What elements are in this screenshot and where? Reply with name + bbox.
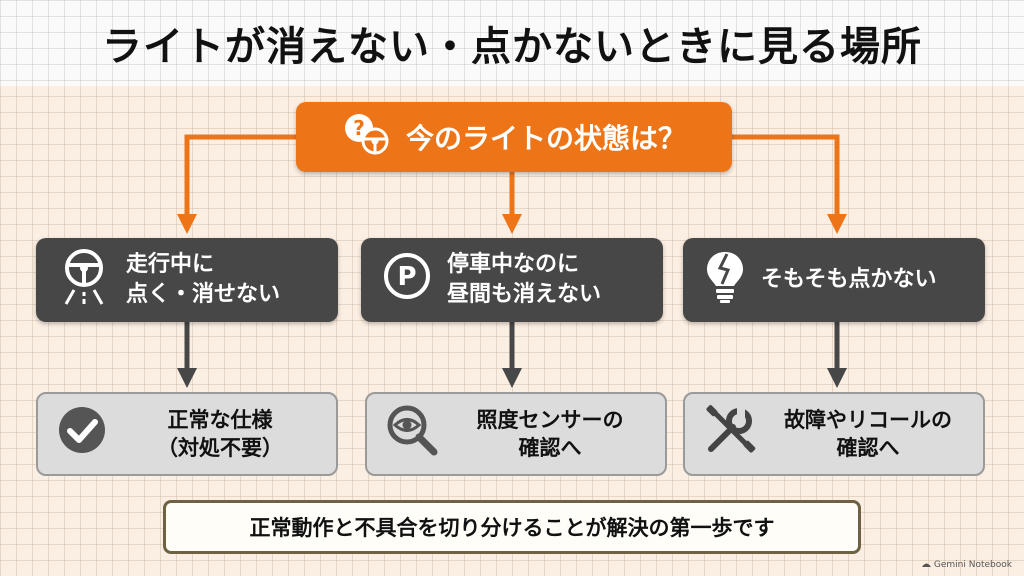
parking-icon: P [381,250,433,311]
footer-summary-text: 正常動作と不具合を切り分けることが解決の第一歩です [249,516,775,540]
action-text-repair: 故障やリコールの 確認へ [767,406,983,463]
watermark: Gemini Notebook [921,560,1012,570]
action-line: （対処不要） [157,436,283,460]
svg-text:P: P [397,262,416,292]
condition-line: そもそも点かない [761,267,937,293]
notebook-logo-icon [921,560,931,570]
check-circle-icon [56,404,108,463]
root-to-left-connector [177,134,296,234]
condition-box-driving: 走行中に 点く・消せない [36,238,338,322]
action-text-sensor: 照度センサーの 確認へ [449,406,665,463]
action-box-repair: 故障やリコールの 確認へ [683,392,985,476]
title-band [0,0,1024,86]
action-line: 照度センサーの [476,407,624,432]
watermark-text: Gemini Notebook [933,560,1012,570]
action-box-normal: 正常な仕様 （対処不要） [36,392,338,476]
condition-text-not-lighting: そもそも点かない [761,265,937,295]
action-line: 確認へ [518,436,582,460]
action-line: 確認へ [836,436,900,460]
condition-box-parked: P 停車中なのに 昼間も消えない [361,238,663,322]
condition-line: 停車中なのに [447,252,580,278]
footer-summary-box: 正常動作と不具合を切り分けることが解決の第一歩です [163,500,861,554]
condition-line: 点く・消せない [126,282,281,307]
page-title: ライトが消えない・点かないときに見る場所 [102,24,922,70]
svg-text:?: ? [353,116,365,140]
condition-line: 走行中に [126,252,215,278]
action-line: 正常な仕様 [167,407,273,432]
condition-text-driving: 走行中に 点く・消せない [126,250,280,309]
action-text-normal: 正常な仕様 （対処不要） [118,406,336,463]
question-steering-icon: ? [342,111,392,164]
condition-line: 昼間も消えない [447,282,602,307]
action-line: 故障やリコールの [784,407,952,432]
steering-road-icon [56,246,112,315]
condition-box-not-lighting: そもそも点かない [683,238,985,322]
tools-icon [703,403,757,464]
root-question-label: 今のライトの状態は？ [405,122,686,155]
root-to-right-connector [732,134,847,234]
magnifier-eye-icon [385,403,439,464]
condition-text-parked: 停車中なのに 昼間も消えない [447,250,601,309]
root-question-box: ? 今のライトの状態は？ [296,102,732,172]
broken-bulb-icon [703,248,747,313]
action-box-sensor: 照度センサーの 確認へ [365,392,667,476]
